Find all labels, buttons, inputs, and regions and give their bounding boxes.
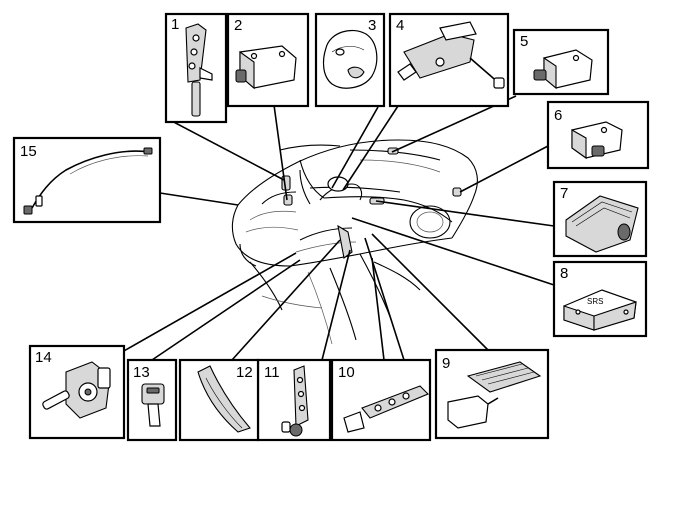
callout-number-4: 4 (396, 17, 404, 34)
callout-box-14: 14 (28, 344, 126, 440)
side-impact-sensor-icon (533, 49, 593, 90)
callout-box-5: 5 (512, 28, 610, 96)
seat-occupancy-sensor-icon (447, 361, 542, 429)
callout-number-7: 7 (560, 185, 568, 202)
callout-number-1: 1 (171, 16, 179, 33)
callout-box-9: 9 (434, 348, 550, 440)
callout-box-11: 11 (256, 358, 332, 442)
srs-control-module-icon: SRS (563, 289, 637, 331)
steering-column-icon (397, 21, 505, 89)
callout-number-11: 11 (264, 364, 280, 381)
vehicle-outline (231, 139, 478, 345)
callout-number-2: 2 (234, 17, 242, 34)
passenger-airbag-icon (565, 195, 639, 253)
callout-box-15: 15 (12, 136, 162, 224)
callout-number-5: 5 (520, 33, 528, 50)
callout-number-9: 9 (442, 355, 450, 372)
side-airbag-icon (343, 385, 429, 433)
pillar-cover-icon (197, 365, 251, 433)
callout-box-6: 6 (546, 100, 650, 170)
callout-number-3: 3 (368, 17, 376, 34)
seatbelt-pretensioner-icon (185, 23, 213, 117)
callout-box-7: 7 (552, 180, 648, 258)
wiring-harness-icon (23, 147, 153, 215)
callout-number-13: 13 (133, 364, 150, 381)
belt-retractor-icon (42, 361, 111, 419)
callout-box-12: 12 (178, 358, 260, 442)
callout-number-6: 6 (554, 107, 562, 124)
driver-airbag-icon (322, 29, 378, 89)
callout-number-15: 15 (20, 143, 37, 160)
callout-box-2: 2 (226, 12, 310, 108)
seatbelt-buckle-icon (141, 383, 165, 427)
callout-box-1: 1 (164, 12, 228, 124)
srs-module-label: SRS (587, 297, 603, 306)
belt-buckle-pretensioner-icon (281, 365, 309, 437)
callout-number-8: 8 (560, 265, 568, 282)
callout-box-13: 13 (126, 358, 178, 442)
crash-sensor-icon (571, 121, 623, 160)
impact-sensor-icon (235, 45, 297, 90)
callout-box-10: 10 (330, 358, 432, 442)
callout-number-14: 14 (35, 349, 52, 366)
callout-box-8: 8 SRS (552, 260, 648, 338)
callout-number-10: 10 (338, 364, 355, 381)
callout-number-12: 12 (236, 364, 253, 381)
leader-lines (107, 95, 555, 361)
callout-box-4: 4 (388, 12, 510, 108)
callout-box-3: 3 (314, 12, 386, 108)
